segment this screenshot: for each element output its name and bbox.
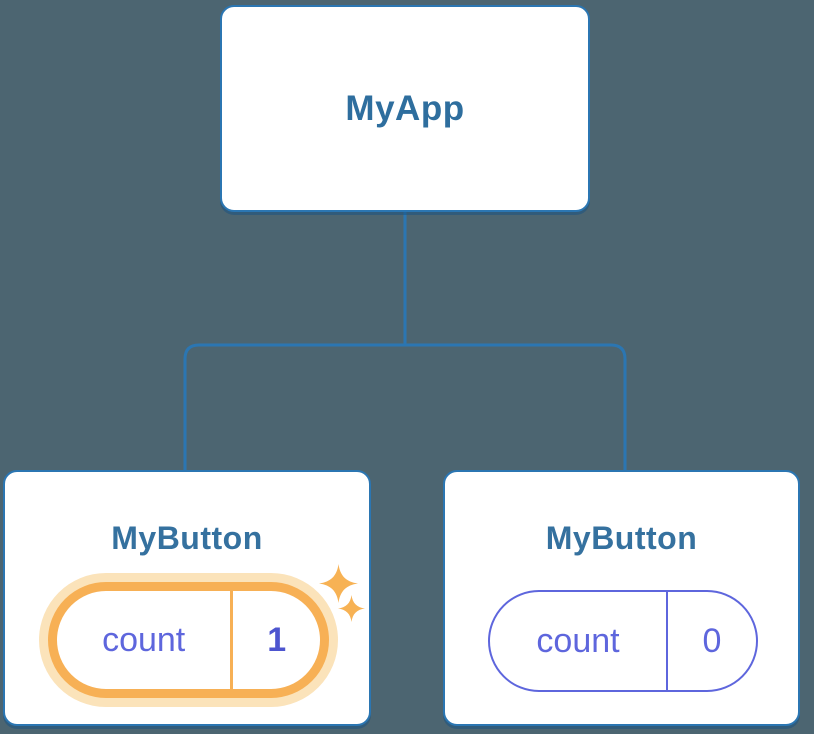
state-key-label: count bbox=[536, 621, 620, 660]
pill-divider bbox=[230, 591, 234, 689]
child-component-label: MyButton bbox=[545, 520, 698, 556]
child-component-card-highlighted: MyButton count 1 bbox=[3, 470, 371, 726]
state-pill-highlighted: count 1 bbox=[48, 582, 329, 698]
root-component-label: MyApp bbox=[345, 88, 465, 128]
child-component-card: MyButton count 0 bbox=[443, 470, 800, 726]
sparkle-icon bbox=[338, 595, 365, 622]
state-value-label: 1 bbox=[267, 620, 287, 659]
child-component-label: MyButton bbox=[111, 520, 263, 556]
sparkle-icon bbox=[319, 564, 358, 603]
root-component-card: MyApp bbox=[220, 5, 590, 212]
state-key-label: count bbox=[102, 620, 186, 659]
state-value-label: 0 bbox=[702, 621, 722, 660]
pill-divider bbox=[666, 592, 668, 690]
state-pill: count 0 bbox=[488, 590, 758, 692]
